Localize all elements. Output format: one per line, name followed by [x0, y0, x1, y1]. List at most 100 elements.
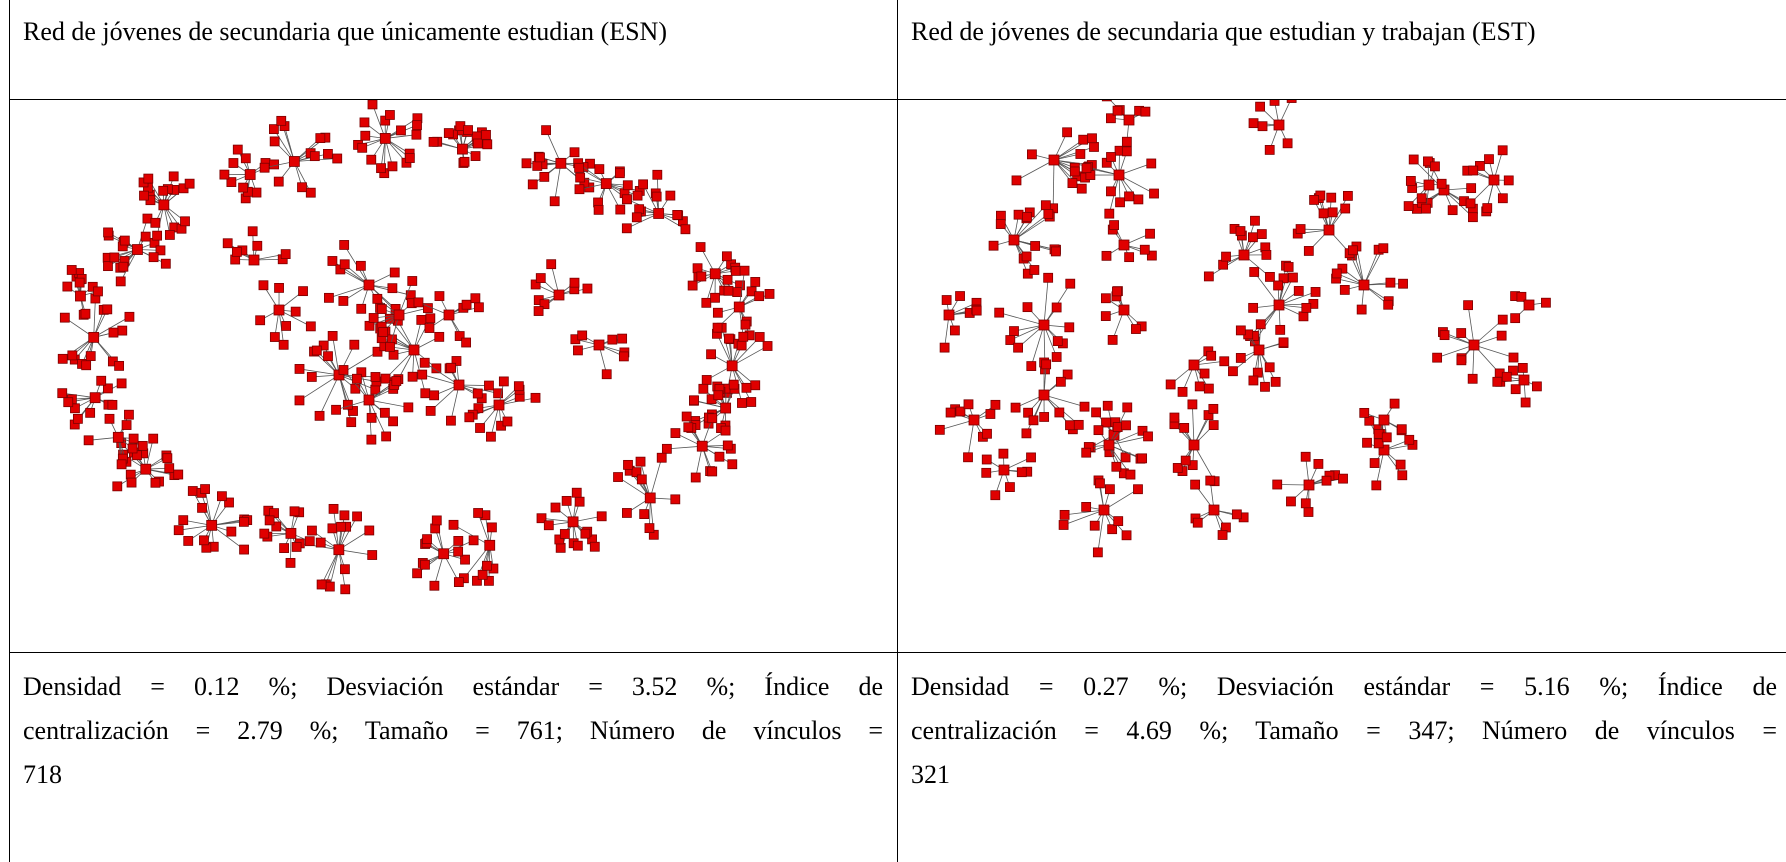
header-divider-left — [9, 99, 897, 100]
network-node — [327, 523, 338, 534]
network-node — [1026, 452, 1036, 463]
network-node — [1026, 361, 1037, 371]
network-node — [66, 265, 77, 275]
network-node — [72, 413, 83, 424]
network-node — [1301, 302, 1312, 313]
network-node — [680, 224, 691, 235]
network-node — [1447, 205, 1458, 216]
network-node — [431, 363, 442, 374]
network-node — [1272, 479, 1283, 490]
network-nodes — [57, 293, 135, 371]
network-node — [1050, 246, 1061, 257]
network-node — [269, 159, 279, 170]
network-node — [1503, 175, 1514, 186]
network-node — [1273, 280, 1283, 291]
network-nodes — [621, 169, 691, 235]
network-node — [1073, 419, 1084, 430]
network-node — [1356, 304, 1367, 315]
network-node — [1497, 314, 1508, 325]
network-hub-node — [89, 392, 101, 404]
network-node — [197, 502, 207, 513]
network-node — [1275, 324, 1286, 335]
network-node — [464, 412, 475, 423]
network-node — [561, 495, 572, 506]
network-nodes — [1359, 398, 1407, 449]
esn-network-graph — [39, 100, 879, 645]
network-node — [431, 515, 442, 526]
network-node — [446, 362, 457, 373]
network-node — [349, 339, 360, 350]
network-node — [1403, 201, 1414, 211]
network-node — [1093, 425, 1104, 436]
network-node — [417, 369, 428, 380]
network-hub-node — [363, 279, 375, 291]
network-hub-node — [379, 133, 391, 144]
network-node — [370, 384, 381, 395]
network-node — [470, 151, 481, 161]
network-node — [360, 130, 371, 141]
network-nodes — [1085, 400, 1133, 463]
network-hub-node — [140, 463, 152, 475]
network-node — [1439, 330, 1450, 341]
network-node — [1298, 311, 1309, 322]
network-node — [297, 182, 307, 193]
network-hub-node — [653, 208, 665, 219]
network-node — [114, 360, 125, 371]
network-node — [1076, 183, 1087, 194]
network-node — [656, 452, 667, 463]
network-node — [74, 277, 85, 288]
network-node — [162, 453, 173, 464]
network-node — [687, 280, 698, 291]
network-node — [1131, 324, 1141, 334]
network-node — [582, 283, 593, 294]
network-node — [1497, 193, 1508, 204]
network-node — [596, 511, 607, 522]
table-border-left — [9, 0, 10, 862]
network-nodes — [661, 411, 738, 483]
network-hub-node — [1273, 119, 1285, 131]
network-node — [1005, 482, 1015, 492]
network-node — [1112, 286, 1122, 297]
network-nodes — [1510, 291, 1551, 324]
network-node — [1009, 326, 1019, 336]
network-node — [451, 356, 462, 366]
network-node — [307, 525, 317, 536]
network-node — [276, 115, 287, 126]
network-node — [1303, 507, 1314, 517]
network-hub-node — [1118, 239, 1130, 251]
network-hub-node — [1038, 389, 1050, 401]
network-nodes — [353, 100, 423, 179]
network-node — [1107, 524, 1118, 535]
network-node — [689, 395, 699, 406]
network-node — [168, 171, 179, 182]
network-node — [1039, 412, 1050, 422]
network-node — [634, 204, 645, 215]
network-node — [238, 182, 249, 193]
network-node — [1051, 352, 1062, 362]
network-node — [1327, 207, 1338, 218]
network-node — [459, 156, 470, 167]
network-hub-node — [1113, 169, 1125, 181]
network-node — [1397, 470, 1408, 481]
network-node — [1300, 498, 1311, 509]
network-node — [990, 399, 1001, 410]
network-node — [754, 332, 765, 342]
network-hub-node — [1358, 279, 1370, 291]
network-node — [1089, 142, 1099, 152]
network-hub-node — [333, 544, 345, 556]
network-node — [955, 291, 965, 301]
network-node — [736, 340, 747, 351]
network-node — [487, 522, 497, 533]
network-node — [331, 404, 341, 415]
network-hub-node — [733, 301, 745, 313]
network-hub-node — [1103, 439, 1115, 451]
network-node — [124, 311, 135, 322]
network-node — [119, 235, 130, 246]
network-node — [150, 217, 161, 228]
network-node — [434, 291, 445, 301]
network-node — [1248, 232, 1258, 243]
network-node — [1100, 293, 1111, 304]
network-node — [103, 261, 113, 272]
network-node — [589, 541, 600, 552]
network-hub-node — [1008, 234, 1020, 246]
